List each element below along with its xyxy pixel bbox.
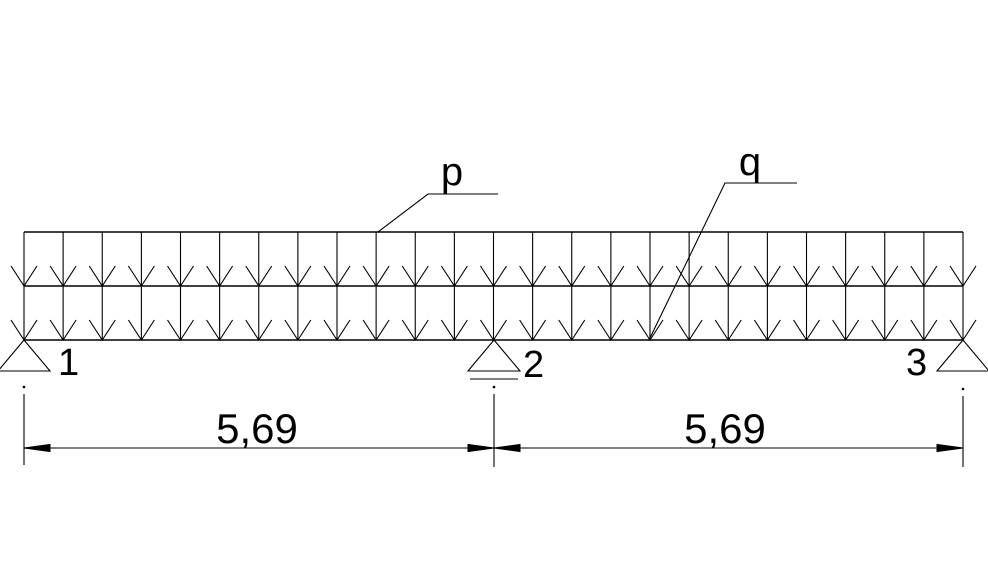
load-arrow-head-icon [167, 319, 194, 342]
support-2-triangle-icon [466, 339, 522, 372]
load-q-leader-line [648, 182, 797, 341]
load-arrow-head-icon [323, 319, 351, 342]
load-arrow-head-icon [127, 319, 155, 342]
support-2: 2 [466, 339, 544, 386]
load-arrow-head-icon [49, 319, 77, 342]
support-2-label: 2 [523, 344, 544, 386]
load-arrow-head-icon [871, 319, 899, 342]
load-arrow-head-icon [362, 319, 390, 342]
support-1-label: 1 [58, 342, 79, 384]
load-arrow-head-icon [832, 319, 860, 342]
dim-arrowhead-mid-left-icon [467, 443, 495, 453]
dimension-label-span-2: 5,69 [684, 405, 766, 452]
load-p-callout: p [377, 150, 498, 233]
load-arrow-head-icon [597, 319, 625, 342]
distributed-load-arrows [10, 232, 977, 342]
load-arrow-head-icon [753, 319, 781, 342]
load-arrow-head-icon [558, 319, 586, 342]
dim-arrowhead-left-icon [23, 443, 51, 453]
load-arrow-head-icon [88, 319, 116, 342]
load-arrow-head-icon [284, 319, 312, 342]
support-1: 1 [0, 339, 79, 384]
dimensions: 5,69 5,69 [22, 385, 965, 467]
extension-dot-3 [961, 387, 965, 391]
extension-dot-1 [22, 385, 26, 389]
load-arrow-head-icon [245, 319, 273, 342]
load-arrow-head-icon [793, 319, 820, 342]
load-q-label: q [739, 140, 761, 184]
support-3-label: 3 [906, 342, 927, 384]
load-arrow-head-icon [675, 319, 703, 342]
load-arrow-head-icon [636, 319, 664, 342]
extension-dot-2 [492, 385, 496, 389]
load-q-callout: q [648, 140, 797, 341]
load-arrow-head-icon [401, 319, 429, 342]
load-arrow-head-icon [910, 319, 938, 342]
dim-arrowhead-right-icon [936, 443, 964, 453]
load-arrow-head-icon [440, 319, 468, 342]
load-arrow-head-icon [714, 319, 742, 342]
support-3-triangle-icon [935, 339, 988, 372]
dim-arrowhead-mid-right-icon [493, 443, 521, 453]
load-arrow-head-icon [519, 319, 547, 342]
load-p-label: p [441, 150, 463, 194]
dimension-label-span-1: 5,69 [216, 405, 298, 452]
load-p-leader-line [377, 193, 498, 233]
load-arrow-head-icon [206, 319, 234, 342]
support-3: 3 [906, 339, 988, 384]
supports: 1 2 3 [0, 339, 988, 386]
support-1-triangle-icon [0, 339, 52, 372]
